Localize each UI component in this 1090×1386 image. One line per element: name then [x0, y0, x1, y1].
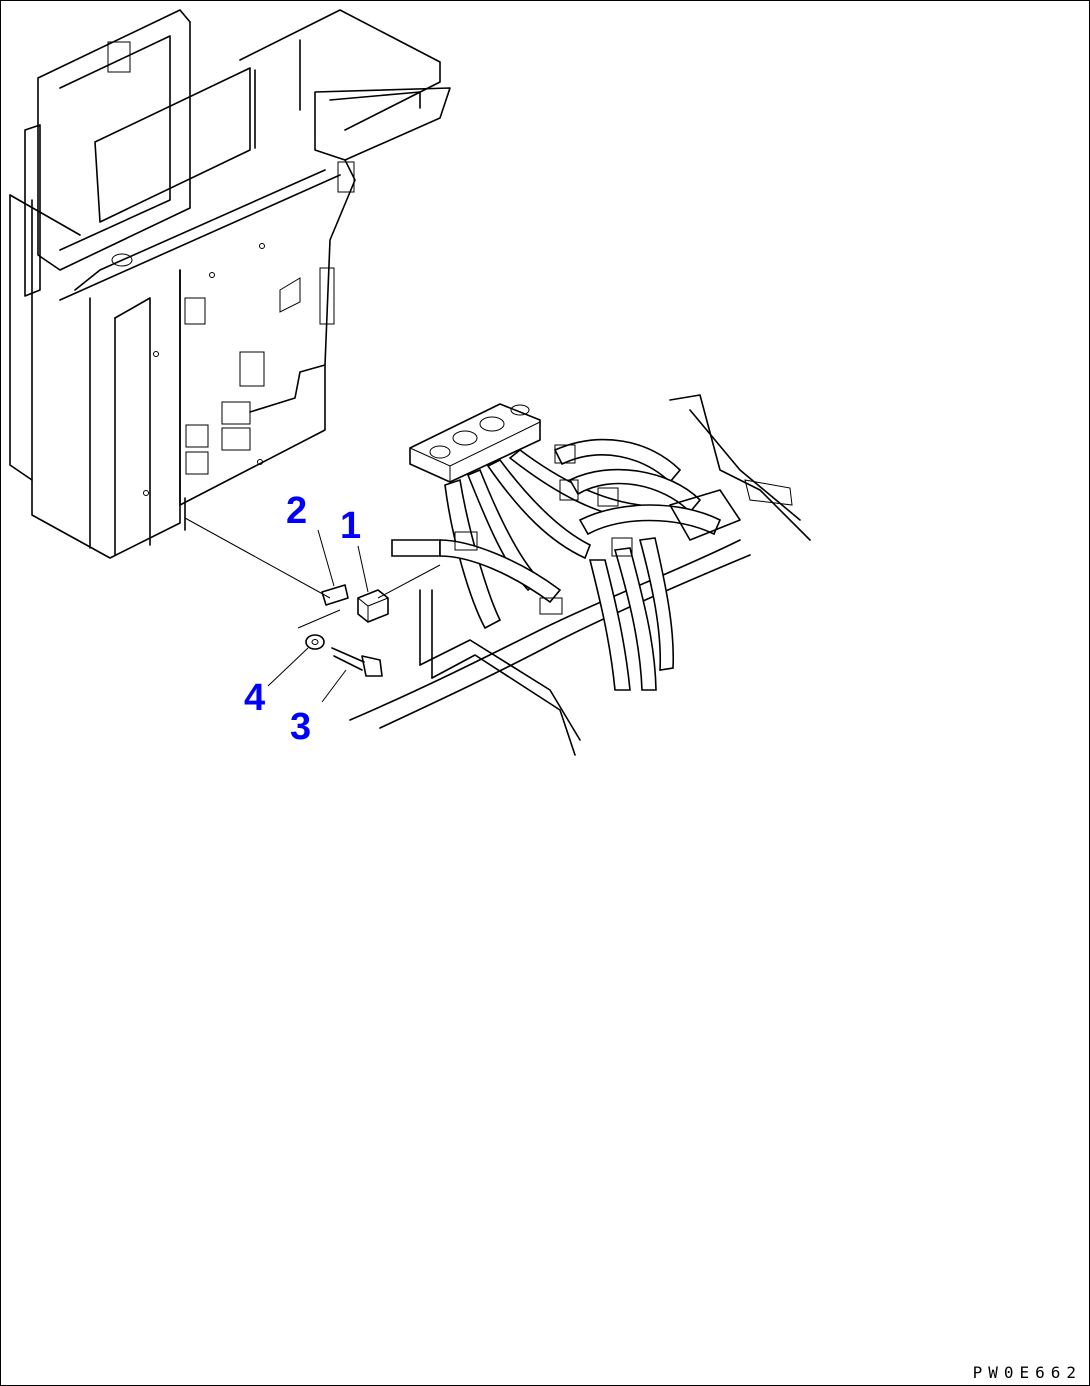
drawing-code: PW0E662 — [972, 1363, 1082, 1382]
callout-leaders — [267, 529, 369, 703]
console-frame — [9, 9, 451, 559]
callout-1: 1 — [340, 505, 362, 547]
part-4-washer — [305, 634, 325, 650]
part-2-bracket — [297, 584, 349, 629]
part-1-switch — [357, 589, 389, 623]
callout-2: 2 — [286, 490, 308, 532]
assembly-leaders — [184, 517, 441, 599]
callout-3: 3 — [290, 706, 312, 748]
callout-4: 4 — [244, 677, 266, 719]
part-3-bolt — [331, 647, 383, 677]
hose-assembly — [349, 394, 811, 756]
